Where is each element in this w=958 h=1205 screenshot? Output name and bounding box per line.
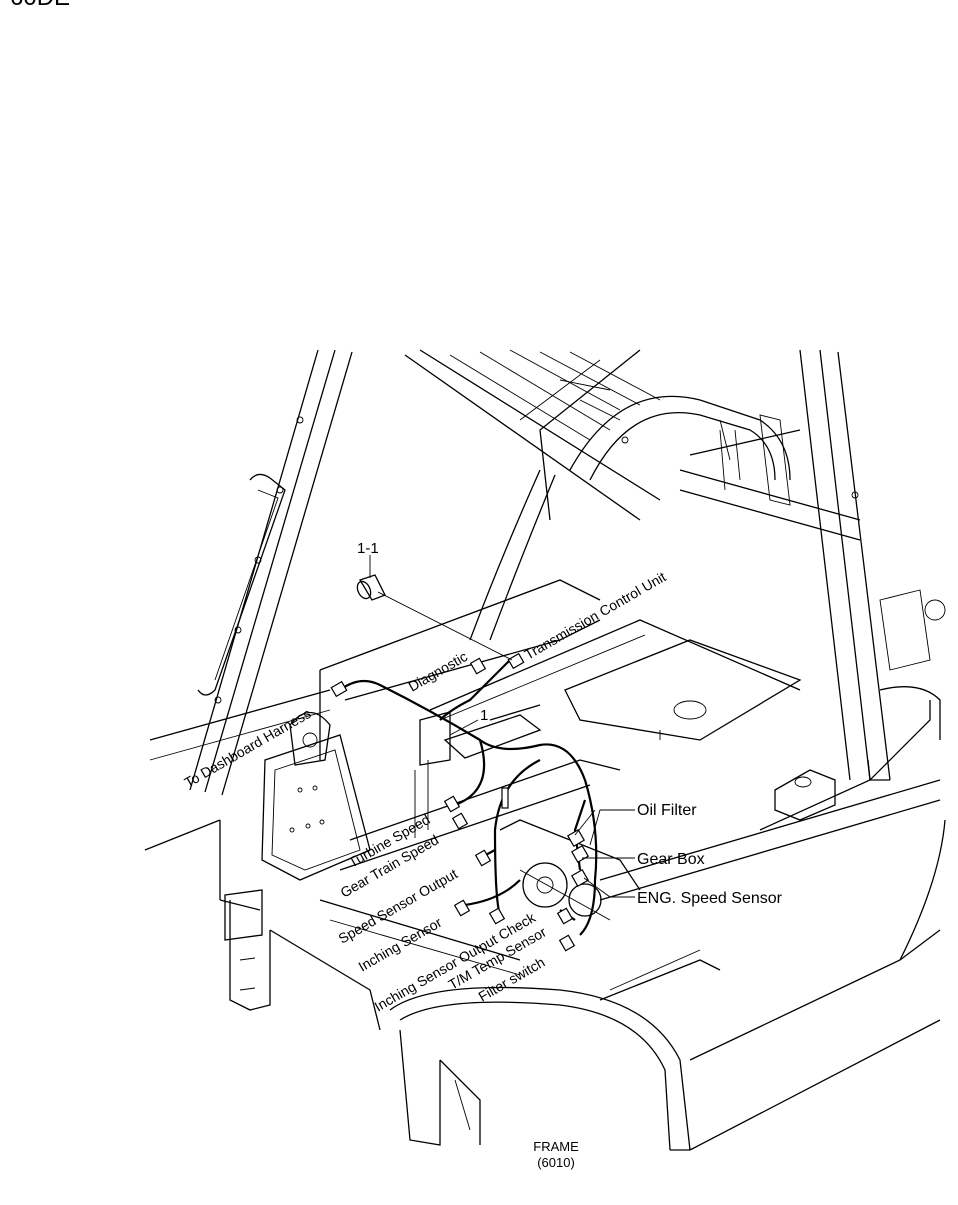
label-inching-sensor-output-check: Inching Sensor Output Check	[372, 909, 539, 1015]
caption-frame: FRAME	[533, 1139, 579, 1154]
part-1-1-cap-icon	[356, 574, 386, 601]
callout-part-1: 1	[480, 707, 488, 724]
frame-line-art	[144, 349, 946, 1151]
label-to-dashboard-harness: To Dashboard Harness	[182, 705, 314, 790]
label-diagnostic: Diagnostic	[406, 648, 471, 695]
label-oil-filter: Oil Filter	[637, 802, 697, 819]
model-code: 60DE	[10, 0, 70, 12]
leader-lines	[369, 555, 635, 898]
harness-connectors	[330, 652, 590, 952]
label-eng-speed-sensor: ENG. Speed Sensor	[637, 890, 783, 907]
callout-part-1-1: 1-1	[357, 540, 379, 557]
caption-frame-code: (6010)	[537, 1155, 575, 1170]
wiring-harness	[339, 659, 598, 936]
label-transmission-control-unit: Transmission Control Unit	[522, 568, 669, 662]
label-gear-box: Gear Box	[637, 851, 705, 868]
